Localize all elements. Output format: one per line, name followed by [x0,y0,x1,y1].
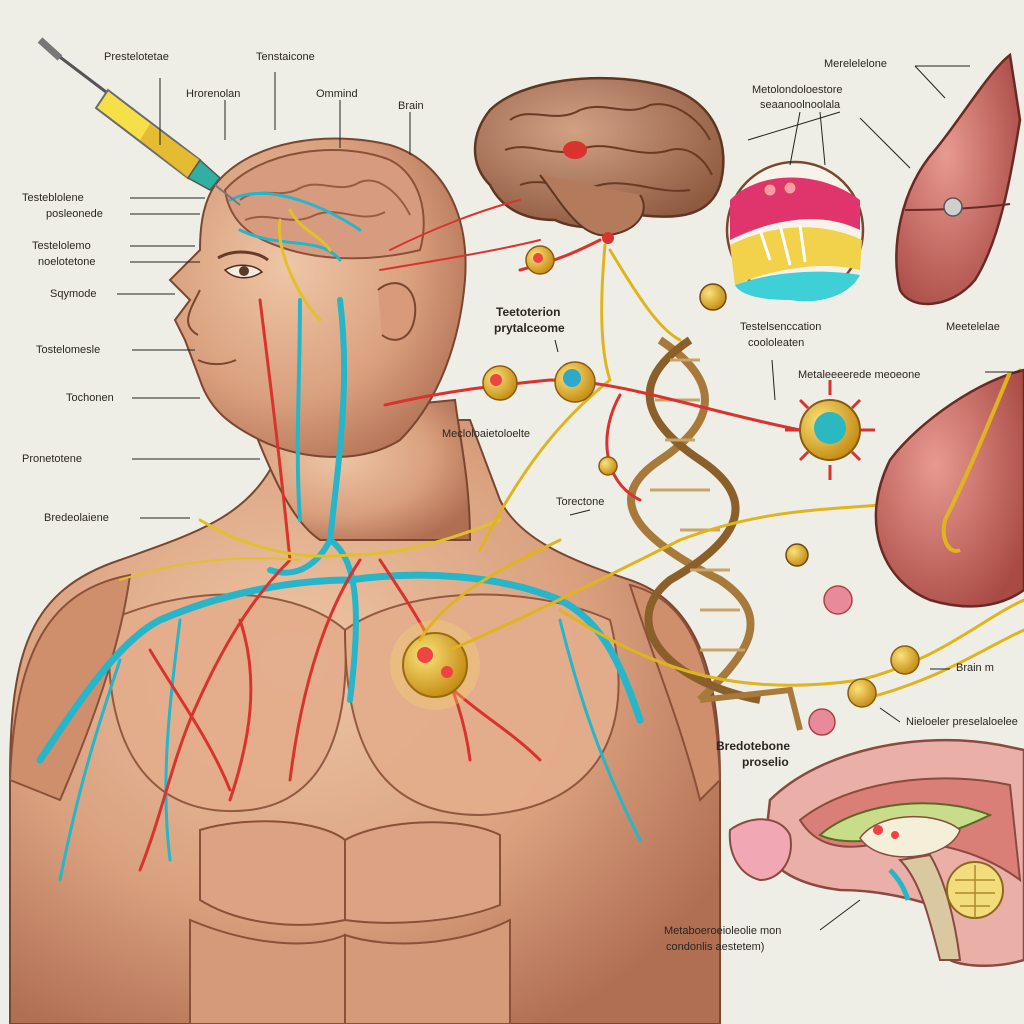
label-proselio: proselio [742,755,789,769]
label-posleonede: posleonede [46,208,103,220]
label-metaboeroeioleolie: Metaboeroeioleolie mon [664,925,782,937]
label-tenstaicone: Tenstaicone [256,51,315,63]
label-brain-top: Brain [398,100,424,112]
label-prytalceome: prytalceome [494,321,565,335]
blood-vessels [36,191,644,882]
synapse-inset [725,160,865,302]
label-testeblolene: Testeblolene [22,192,84,204]
molecule-cluster [482,245,920,736]
label-brain-right: Brain m [956,662,994,674]
label-seaanoolnoolala: seaanoolnoolala [760,99,841,111]
label-condonlis: condonlis aestetem) [666,941,765,953]
label-testelsenccation: Testelsenccation [740,321,822,333]
label-coololeaten: coololeaten [748,337,805,349]
head [168,137,467,458]
label-tostelomesle: Tostelomesle [36,344,101,356]
organ-middle-right [874,368,1024,608]
label-noelotetone: noelotetone [38,256,96,268]
label-tochonen: Tochonen [66,392,114,404]
label-metolondoloestore: Metolondoloestore [752,84,843,96]
organ-upper-right [895,52,1022,306]
receptor-cell [785,380,875,480]
brain-organ [473,76,725,244]
label-mecloloaietoloelte: Mecloloaietoloelte [442,428,531,440]
label-metaleeeerede: Metaleeeerede meoeone [798,369,921,381]
label-meetelelae: Meetelelae [946,321,1000,333]
torso [8,419,722,1024]
label-pronetotene: Pronetotene [22,453,82,465]
brain-cross-section [728,738,1024,968]
dna-helix [627,336,803,731]
label-testelolemo: Testelolemo [32,240,91,252]
label-bredotebone: Bredotebone [716,739,791,753]
syringe [37,37,241,206]
label-hrorenolan: Hrorenolan [186,88,241,100]
label-teetoterion: Teetoterion [496,305,561,319]
label-sqymode: Sqymode [50,288,97,300]
chest-receptor-cell [390,620,480,710]
leader-lines [117,65,1020,931]
label-prestelotetae: Prestelotetae [104,51,169,63]
label-merelelelone: Merelelelone [824,58,887,70]
label-ommind: Ommind [316,88,358,100]
label-nieloeler: Nieloeler preselaloelee [906,716,1018,728]
label-torectone: Torectone [556,496,605,508]
label-bredeolaiene: Bredeolaiene [44,512,109,524]
